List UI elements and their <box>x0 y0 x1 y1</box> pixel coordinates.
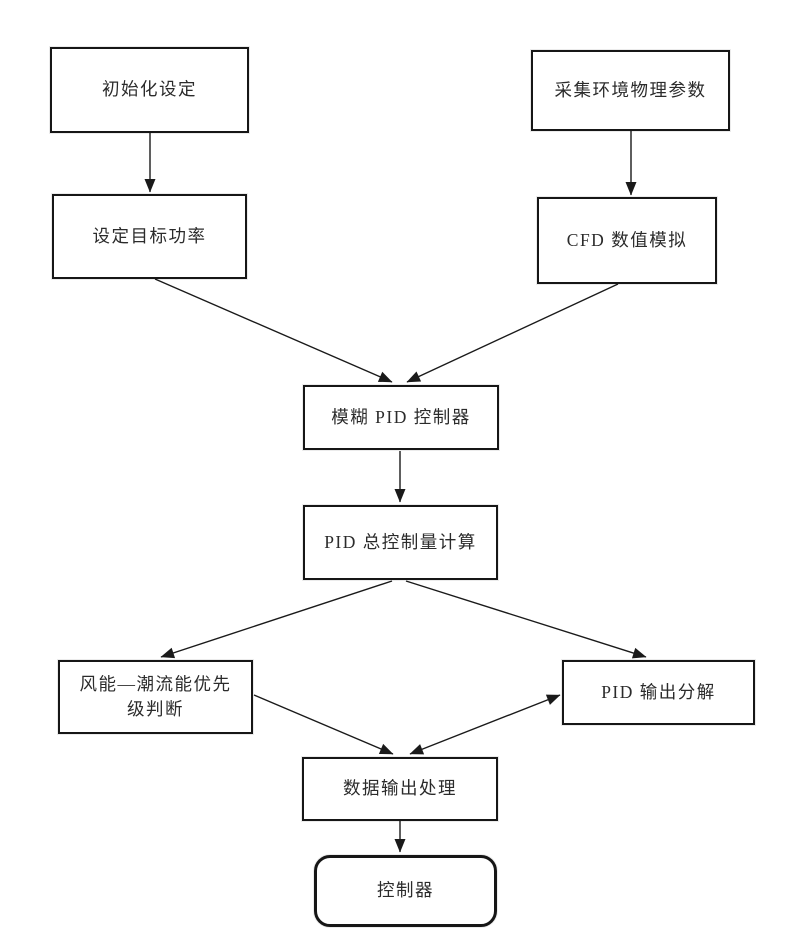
node-label: 设定目标功率 <box>92 225 207 246</box>
node-pid-total-control-calculation: PID 总控制量计算 <box>303 505 498 580</box>
node-label: 控制器 <box>377 880 434 901</box>
node-initialization-setting: 初始化设定 <box>50 47 249 133</box>
node-label-line-2: 级判断 <box>127 699 184 719</box>
node-label: 采集环境物理参数 <box>554 79 707 100</box>
edge-pid-total-to-pid-decompose <box>405 580 647 659</box>
node-label: 初始化设定 <box>102 79 197 100</box>
edge-pid-decompose-to-data-output <box>409 694 561 755</box>
node-data-output-processing: 数据输出处理 <box>302 757 498 821</box>
node-collect-environment-parameters: 采集环境物理参数 <box>531 50 730 131</box>
node-wind-tidal-priority-judgment: 风能—潮流能优先 级判断 <box>58 660 253 734</box>
node-set-target-power: 设定目标功率 <box>52 194 247 279</box>
edge-target-power-to-fuzzy-pid <box>154 278 393 383</box>
edge-pid-total-to-priority <box>160 580 393 659</box>
node-label: CFD 数值模拟 <box>566 229 688 250</box>
edge-priority-to-data-output <box>253 694 394 755</box>
node-label: 模糊 PID 控制器 <box>331 406 471 427</box>
node-label-line-1: 风能—潮流能优先 <box>79 673 232 694</box>
node-fuzzy-pid-controller: 模糊 PID 控制器 <box>303 385 499 450</box>
node-label: 数据输出处理 <box>343 778 457 799</box>
edge-cfd-to-fuzzy-pid <box>406 283 619 383</box>
node-cfd-numerical-simulation: CFD 数值模拟 <box>537 197 717 284</box>
node-pid-output-decomposition: PID 输出分解 <box>562 660 755 725</box>
node-label: PID 总控制量计算 <box>324 531 477 552</box>
node-label: PID 输出分解 <box>601 681 716 702</box>
node-controller: 控制器 <box>314 855 497 927</box>
